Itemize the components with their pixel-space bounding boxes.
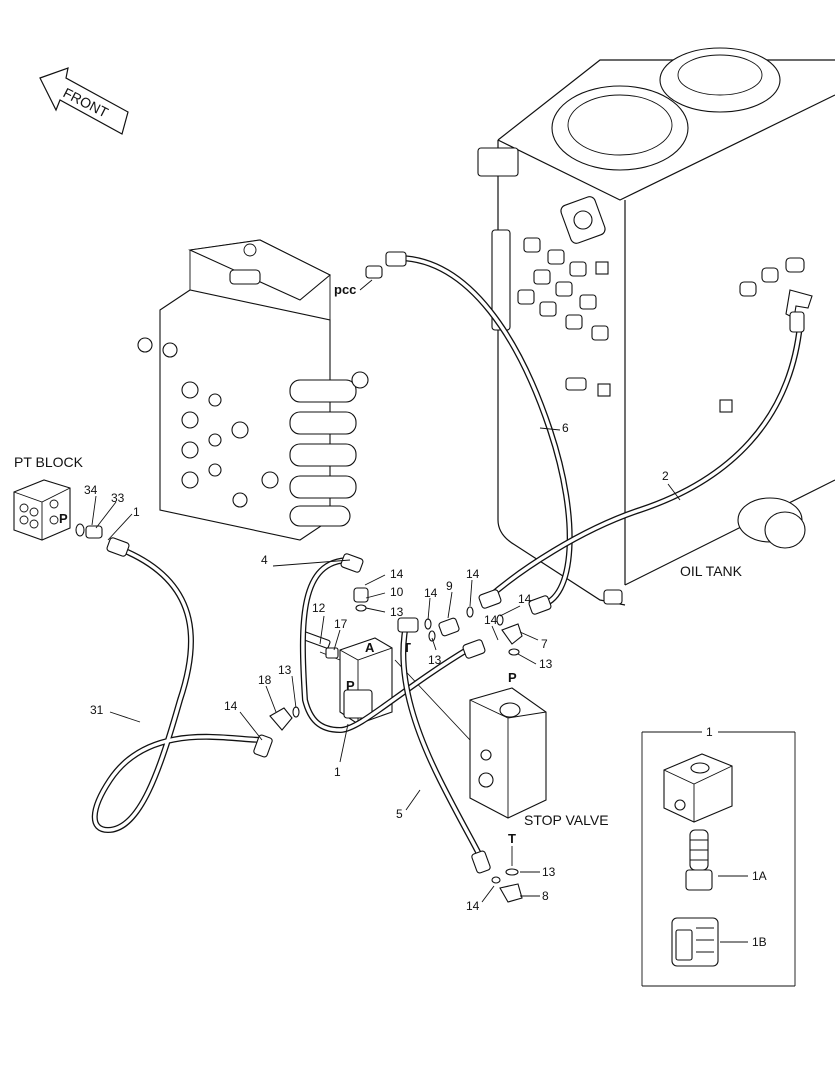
tank-inspection-cover	[551, 85, 689, 171]
pcc-port-label: pcc	[334, 282, 356, 297]
front-label: FRONT	[61, 84, 112, 120]
pt-block: PT BLOCK P	[13, 454, 103, 541]
solenoid-port-a: A	[365, 640, 375, 655]
callout-31: 31	[90, 703, 104, 717]
callout-1: 1	[334, 765, 341, 779]
callout-14-c: 14	[466, 567, 480, 581]
callout-8: 9	[446, 579, 453, 593]
oil-tank-label: OIL TANK	[680, 563, 743, 579]
inset-part-1b: 1B	[752, 935, 767, 949]
callout-9: 10	[390, 585, 404, 599]
pt-block-label: PT BLOCK	[14, 454, 84, 470]
tank-side-fittings	[603, 257, 813, 605]
callout-14-g: 14	[466, 899, 480, 913]
callout-14-d: 14	[518, 592, 532, 606]
hose-4	[299, 557, 473, 734]
tank-bracket	[477, 147, 519, 177]
callout-labels: 34 33 1 4 14 10 13 14 9 14 14 14 7 13 13…	[84, 421, 743, 913]
callout-14-b: 14	[424, 586, 438, 600]
solenoid-detail-inset: 1 1A 1B	[641, 725, 796, 987]
valve-spools	[289, 379, 357, 527]
callout-5: 5	[396, 807, 403, 821]
hose-31	[91, 545, 265, 834]
stop-valve-port-p: P	[508, 670, 517, 685]
callout-13-d: 13	[278, 663, 292, 677]
callout-34: 1	[133, 505, 140, 519]
callout-14-a: 14	[390, 567, 404, 581]
hose-5	[400, 622, 485, 863]
stop-valve-port-t: T	[508, 831, 516, 846]
valve-ports	[137, 337, 369, 508]
tank-port-fittings	[517, 237, 733, 413]
callout-13-b: 13	[539, 657, 553, 671]
tank-cap	[659, 47, 781, 113]
callout-7: 7	[541, 637, 548, 651]
solenoid-port-p: P	[346, 678, 355, 693]
solenoid-valve-block: A P T	[301, 631, 411, 725]
stop-valve-label: STOP VALVE	[524, 812, 609, 828]
small-fittings	[269, 587, 523, 884]
control-valve-bank: pcc	[137, 239, 383, 541]
solenoid-port-t: T	[403, 640, 411, 655]
callout-14-f: 14	[224, 699, 238, 713]
hose-6	[397, 255, 573, 608]
inset-part-1a: 1A	[752, 869, 767, 883]
hose-fittings	[106, 251, 805, 874]
callout-33: 34	[84, 483, 98, 497]
callout-14-e: 14	[484, 613, 498, 627]
stop-valve: P STOP VALVE T	[394, 659, 609, 903]
callout-18: 18	[258, 673, 272, 687]
callout-13-c: 13	[428, 653, 442, 667]
pcc-fitting	[365, 265, 383, 279]
callout-2: 2	[662, 469, 669, 483]
inset-coil-1b: 1B	[671, 917, 767, 967]
callout-6: 6	[562, 421, 569, 435]
callout-13-e: 13	[542, 865, 556, 879]
oil-tank	[477, 47, 835, 606]
hose-2	[485, 322, 803, 601]
tank-return-connector	[737, 497, 806, 549]
front-direction-arrow: FRONT	[39, 67, 129, 135]
inset-title: 1	[706, 725, 713, 739]
inset-valve-body	[663, 753, 733, 823]
callout-10: 8	[542, 889, 549, 903]
inset-cartridge-1a: 1A	[685, 829, 767, 891]
pt-block-port-p: P	[59, 511, 68, 526]
leader-lines	[91, 427, 681, 903]
callout-32: 33	[111, 491, 125, 505]
callout-17: 17	[334, 617, 348, 631]
hoses	[91, 251, 805, 874]
callout-13-a: 13	[390, 605, 404, 619]
callout-12: 12	[312, 601, 326, 615]
callout-4: 4	[261, 553, 268, 567]
